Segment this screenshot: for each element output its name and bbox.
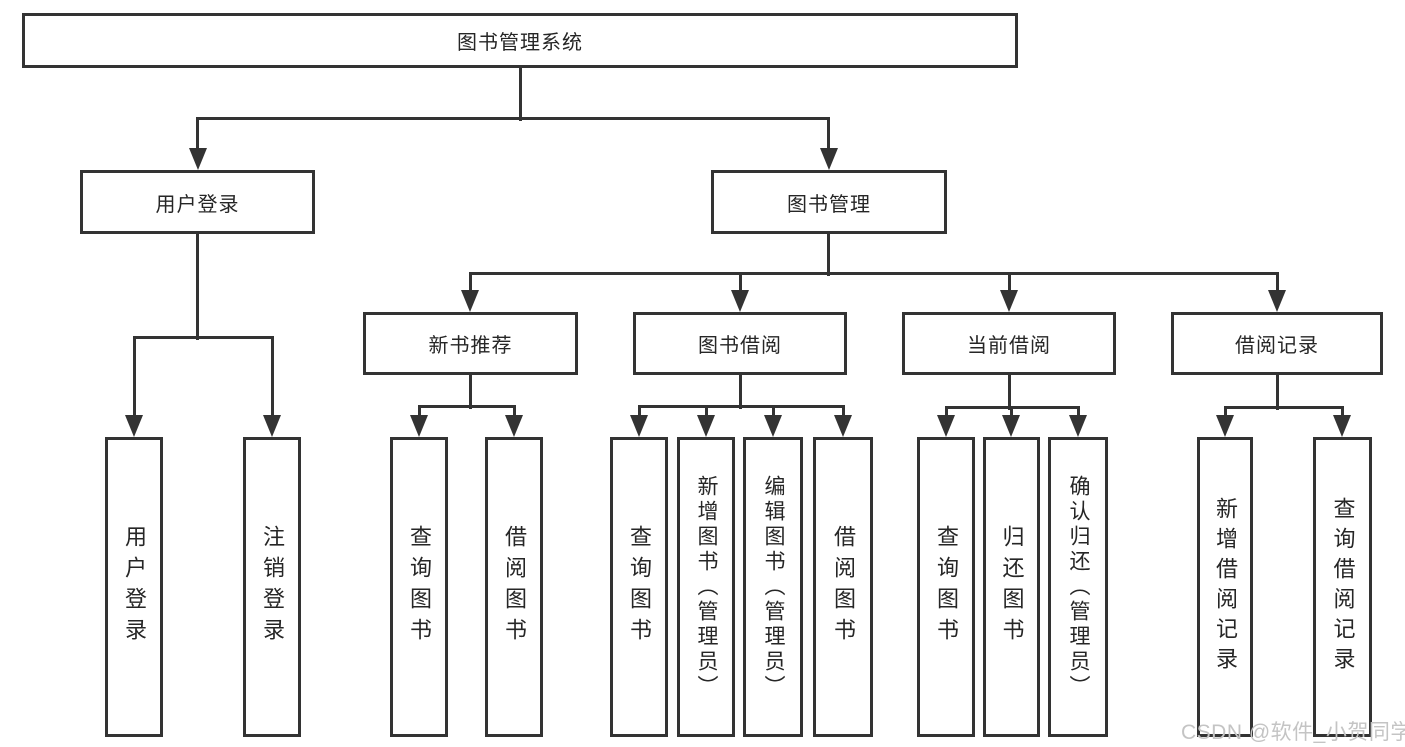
leaf-label: 借阅图书 [831, 525, 856, 649]
leaf-add-book-admin: 新增图书（管理员） [677, 437, 735, 737]
arrow-down-icon [834, 415, 852, 437]
arrow-down-icon [1333, 415, 1351, 437]
connector-line [1340, 407, 1344, 419]
leaf-label: 查询借阅记录 [1330, 497, 1356, 677]
leaf-label: 新增借阅记录 [1213, 497, 1238, 677]
connector-line [738, 375, 742, 409]
arrow-down-icon [731, 290, 749, 312]
arrow-down-icon [461, 290, 479, 312]
leaf-query-books-recommend: 查询图书 [390, 437, 448, 737]
connector-line [512, 406, 516, 419]
leaf-query-books-borrow: 查询图书 [610, 437, 668, 737]
arrow-down-icon [1002, 415, 1020, 437]
leaf-label: 归还图书 [999, 525, 1025, 649]
leaf-edit-book-admin: 编辑图书（管理员） [743, 437, 803, 737]
connector-line [518, 68, 522, 121]
connector-line [841, 406, 845, 419]
arrow-down-icon [1216, 415, 1234, 437]
connector-line [738, 273, 742, 294]
leaf-label: 查询图书 [407, 525, 432, 649]
connector-line [196, 118, 199, 152]
leaf-query-books-current: 查询图书 [917, 437, 975, 737]
connector-line [417, 404, 516, 408]
connector-line [1007, 273, 1011, 294]
leaf-logout: 注销登录 [243, 437, 301, 737]
leaf-label: 确认归还（管理员） [1067, 474, 1090, 700]
arrow-down-icon [125, 415, 143, 437]
node-root-label: 图书管理系统 [457, 32, 583, 54]
arrow-down-icon [263, 415, 281, 437]
leaf-borrow-books-recommend: 借阅图书 [485, 437, 543, 737]
connector-line [270, 337, 274, 419]
connector-line [827, 118, 830, 152]
connector-line [1009, 407, 1013, 419]
connector-line [132, 335, 274, 339]
connector-line [1223, 407, 1227, 419]
leaf-label: 查询图书 [934, 525, 959, 649]
leaf-add-borrow-record: 新增借阅记录 [1197, 437, 1253, 737]
node-new-book-recommend-label: 新书推荐 [428, 335, 513, 357]
leaf-label: 注销登录 [260, 525, 285, 649]
connector-line [1275, 273, 1279, 294]
leaf-query-borrow-record: 查询借阅记录 [1313, 437, 1372, 737]
connector-line [1076, 407, 1080, 419]
arrow-down-icon [410, 415, 428, 437]
leaf-label: 查询图书 [627, 525, 652, 649]
connector-line [1007, 375, 1011, 410]
node-borrow-records: 借阅记录 [1171, 312, 1383, 375]
connector-line [704, 406, 708, 419]
node-root: 图书管理系统 [22, 13, 1018, 68]
arrow-down-icon [764, 415, 782, 437]
connector-line [771, 406, 775, 419]
node-book-management: 图书管理 [711, 170, 947, 234]
connector-line [468, 273, 472, 294]
leaf-label: 借阅图书 [502, 525, 527, 649]
connector-line [827, 233, 830, 276]
leaf-return-book: 归还图书 [983, 437, 1040, 737]
leaf-user-login: 用户登录 [105, 437, 163, 737]
connector-line [468, 271, 1279, 275]
connector-line [944, 407, 948, 419]
node-current-borrow-label: 当前借阅 [967, 335, 1051, 357]
node-user-login: 用户登录 [80, 170, 315, 234]
connector-line [132, 337, 136, 419]
node-book-management-label: 图书管理 [787, 193, 871, 216]
node-current-borrow: 当前借阅 [902, 312, 1116, 375]
arrow-down-icon [937, 415, 955, 437]
node-new-book-recommend: 新书推荐 [363, 312, 578, 375]
connector-line [637, 404, 845, 408]
node-borrow-records-label: 借阅记录 [1235, 335, 1319, 357]
connector-line [1223, 405, 1344, 409]
arrow-down-icon [505, 415, 523, 437]
csdn-watermark: CSDN @软件_小贺同学 [1181, 721, 1405, 744]
connector-line [417, 406, 421, 419]
connector-line [1275, 375, 1279, 410]
arrow-down-icon [188, 148, 207, 170]
arrow-down-icon [1000, 290, 1018, 312]
arrow-down-icon [1069, 415, 1087, 437]
leaf-label: 用户登录 [122, 525, 147, 649]
leaf-label: 新增图书（管理员） [695, 474, 718, 700]
connector-line [196, 233, 199, 340]
connector-line [468, 375, 472, 409]
leaf-label: 编辑图书（管理员） [762, 474, 785, 700]
connector-line [637, 406, 641, 419]
arrow-down-icon [697, 415, 715, 437]
arrow-down-icon [1268, 290, 1286, 312]
arrow-down-icon [630, 415, 648, 437]
leaf-borrow-books: 借阅图书 [813, 437, 873, 737]
connector-line [196, 116, 830, 120]
node-book-borrow: 图书借阅 [633, 312, 847, 375]
arrow-down-icon [819, 148, 838, 170]
node-book-borrow-label: 图书借阅 [698, 335, 782, 357]
leaf-confirm-return-admin: 确认归还（管理员） [1048, 437, 1108, 737]
node-user-login-label: 用户登录 [155, 193, 240, 216]
